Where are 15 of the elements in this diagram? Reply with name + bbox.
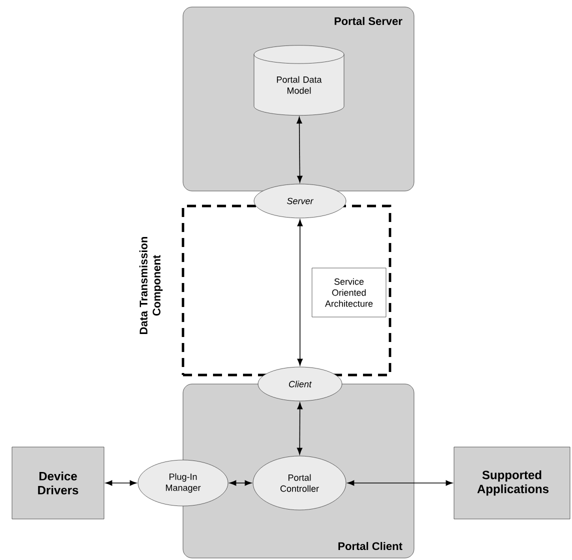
node-label: Data Transmission Component <box>139 236 163 334</box>
arrow <box>229 480 252 486</box>
arrow <box>296 402 303 455</box>
ellipse-node: Client <box>258 366 342 402</box>
arrow <box>296 116 302 183</box>
database-cylinder: Portal Data Model <box>254 45 344 116</box>
ellipse-node: Portal Controller <box>252 456 346 510</box>
process-box: Supported Applications <box>454 446 570 520</box>
arrow <box>297 219 303 366</box>
process-box: Service Oriented Architecture <box>312 268 386 318</box>
arrow <box>105 480 137 486</box>
ellipse-node: Server <box>254 184 346 218</box>
process-box: Device Drivers <box>12 446 104 520</box>
arrow <box>347 480 453 486</box>
ellipse-node: Plug-In Manager <box>138 460 228 506</box>
